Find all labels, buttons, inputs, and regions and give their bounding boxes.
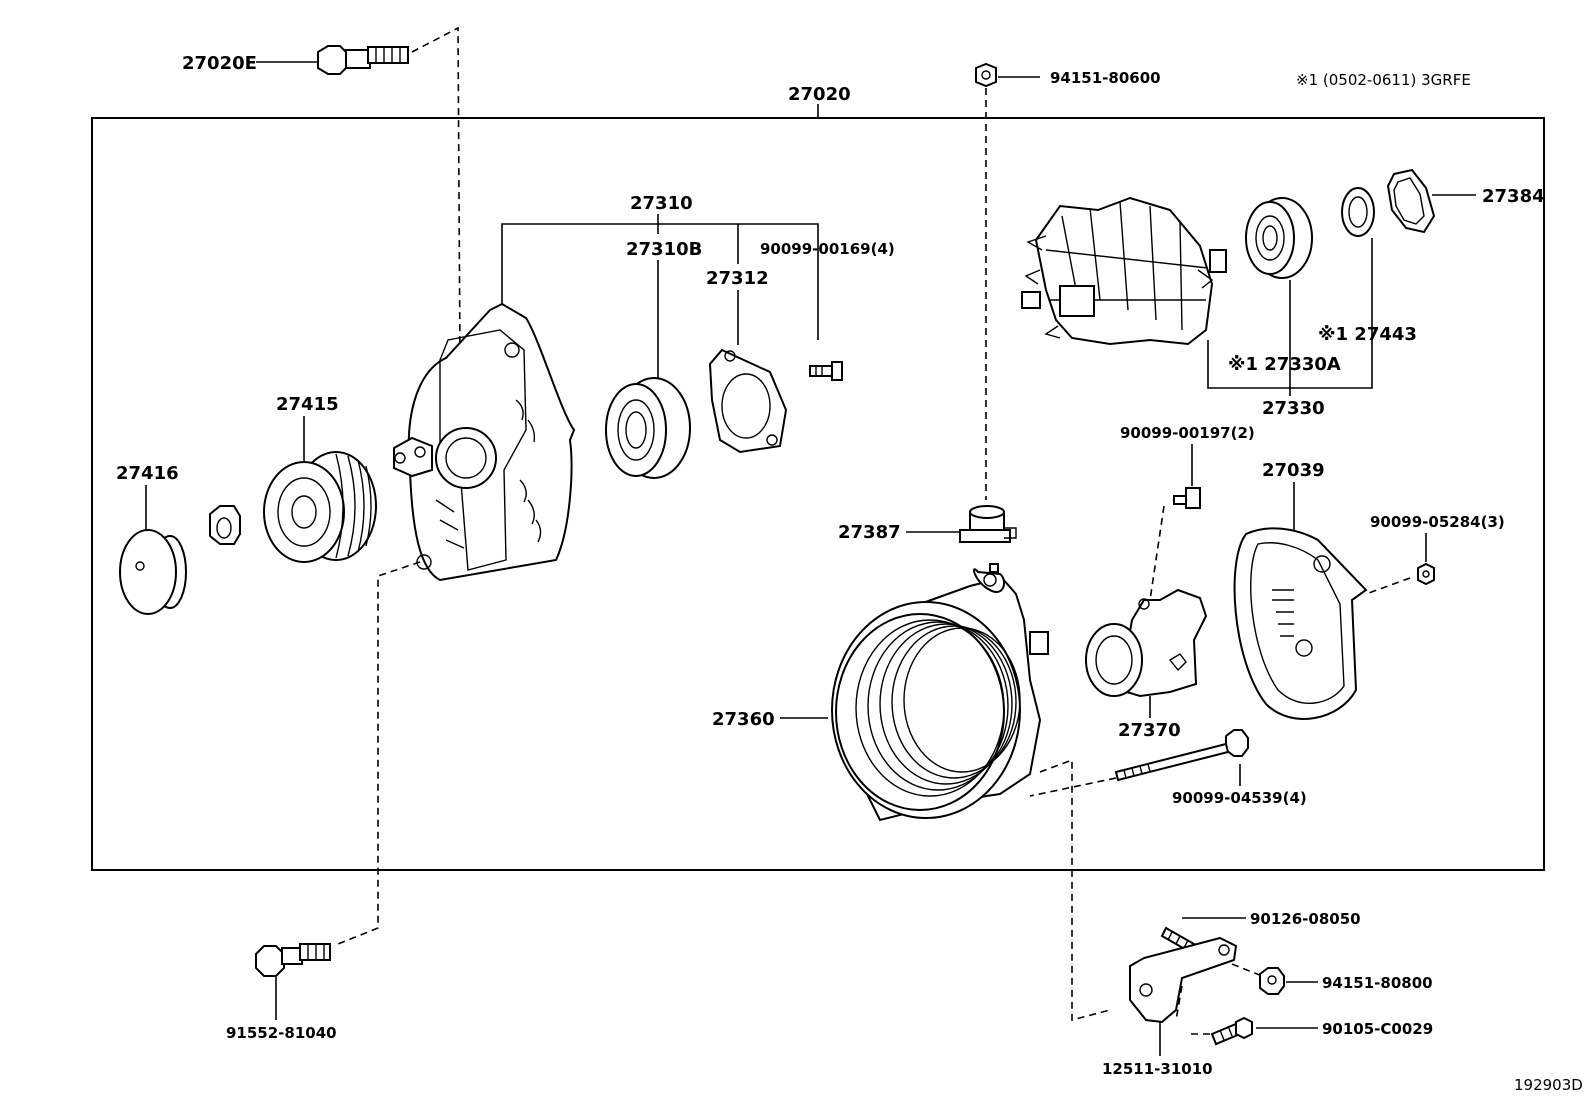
label-27020E: 27020E xyxy=(182,53,257,74)
label-27330A: ※1 27330A xyxy=(1228,354,1341,375)
pulley-27415 xyxy=(263,451,377,563)
label-27312: 27312 xyxy=(706,268,769,289)
assembly-label: 27020 xyxy=(788,84,851,105)
label-27416: 27416 xyxy=(116,463,179,484)
drive-end-frame xyxy=(393,302,576,582)
screw-90099-00169 xyxy=(809,361,843,381)
label-27310: 27310 xyxy=(630,193,693,214)
stator-27360 xyxy=(831,563,1049,822)
label-90126-08050: 90126-08050 xyxy=(1250,910,1361,928)
retainer-plate-27312 xyxy=(708,348,788,454)
label-27039: 27039 xyxy=(1262,460,1325,481)
brush-holder-27370 xyxy=(1085,588,1208,698)
label-90099-05284: 90099-05284(3) xyxy=(1370,513,1505,531)
applicability-note: ※1 (0502-0611) 3GRFE xyxy=(1296,71,1471,89)
bearing-27330A xyxy=(1245,197,1313,279)
label-27415: 27415 xyxy=(276,394,339,415)
label-27330: 27330 xyxy=(1262,398,1325,419)
label-27310B: 27310B xyxy=(626,239,702,260)
label-90099-00197: 90099-00197(2) xyxy=(1120,424,1255,442)
cover-27384 xyxy=(1386,168,1436,234)
screw-90099-00197 xyxy=(1173,487,1201,509)
label-27360: 27360 xyxy=(712,709,775,730)
bearing-27310B xyxy=(605,377,691,479)
label-94151-80800: 94151-80800 xyxy=(1322,974,1433,992)
rear-cover-27039 xyxy=(1233,527,1368,720)
bolt-90099-04539 xyxy=(1114,729,1249,782)
bracket-12511-31010 xyxy=(1129,936,1238,1024)
nut-94151-80800 xyxy=(1259,967,1285,995)
bolt-90105-C0029 xyxy=(1210,1016,1253,1046)
cap-27416 xyxy=(119,529,187,615)
label-27370: 27370 xyxy=(1118,720,1181,741)
label-12511-31010: 12511-31010 xyxy=(1102,1060,1213,1078)
holder-27387 xyxy=(959,505,1017,543)
label-91552-81040: 91552-81040 xyxy=(226,1024,337,1042)
label-90105-C0029: 90105-C0029 xyxy=(1322,1020,1433,1038)
bolt-27020E xyxy=(317,45,409,75)
rotor-assembly xyxy=(1021,196,1227,346)
nut-90099-05284 xyxy=(1417,562,1435,586)
label-27387: 27387 xyxy=(838,522,901,543)
label-27443: ※1 27443 xyxy=(1318,324,1417,345)
bolt-91552-81040 xyxy=(255,943,331,977)
ring-27443 xyxy=(1341,187,1375,237)
label-90099-00169: 90099-00169(4) xyxy=(760,240,895,258)
label-94151-80600: 94151-80600 xyxy=(1050,69,1161,87)
figure-code: 192903D xyxy=(1514,1076,1583,1094)
pulley-nut xyxy=(209,505,241,545)
nut-94151-80600 xyxy=(975,62,997,88)
label-90099-04539: 90099-04539(4) xyxy=(1172,789,1307,807)
label-27384: 27384 xyxy=(1482,186,1545,207)
